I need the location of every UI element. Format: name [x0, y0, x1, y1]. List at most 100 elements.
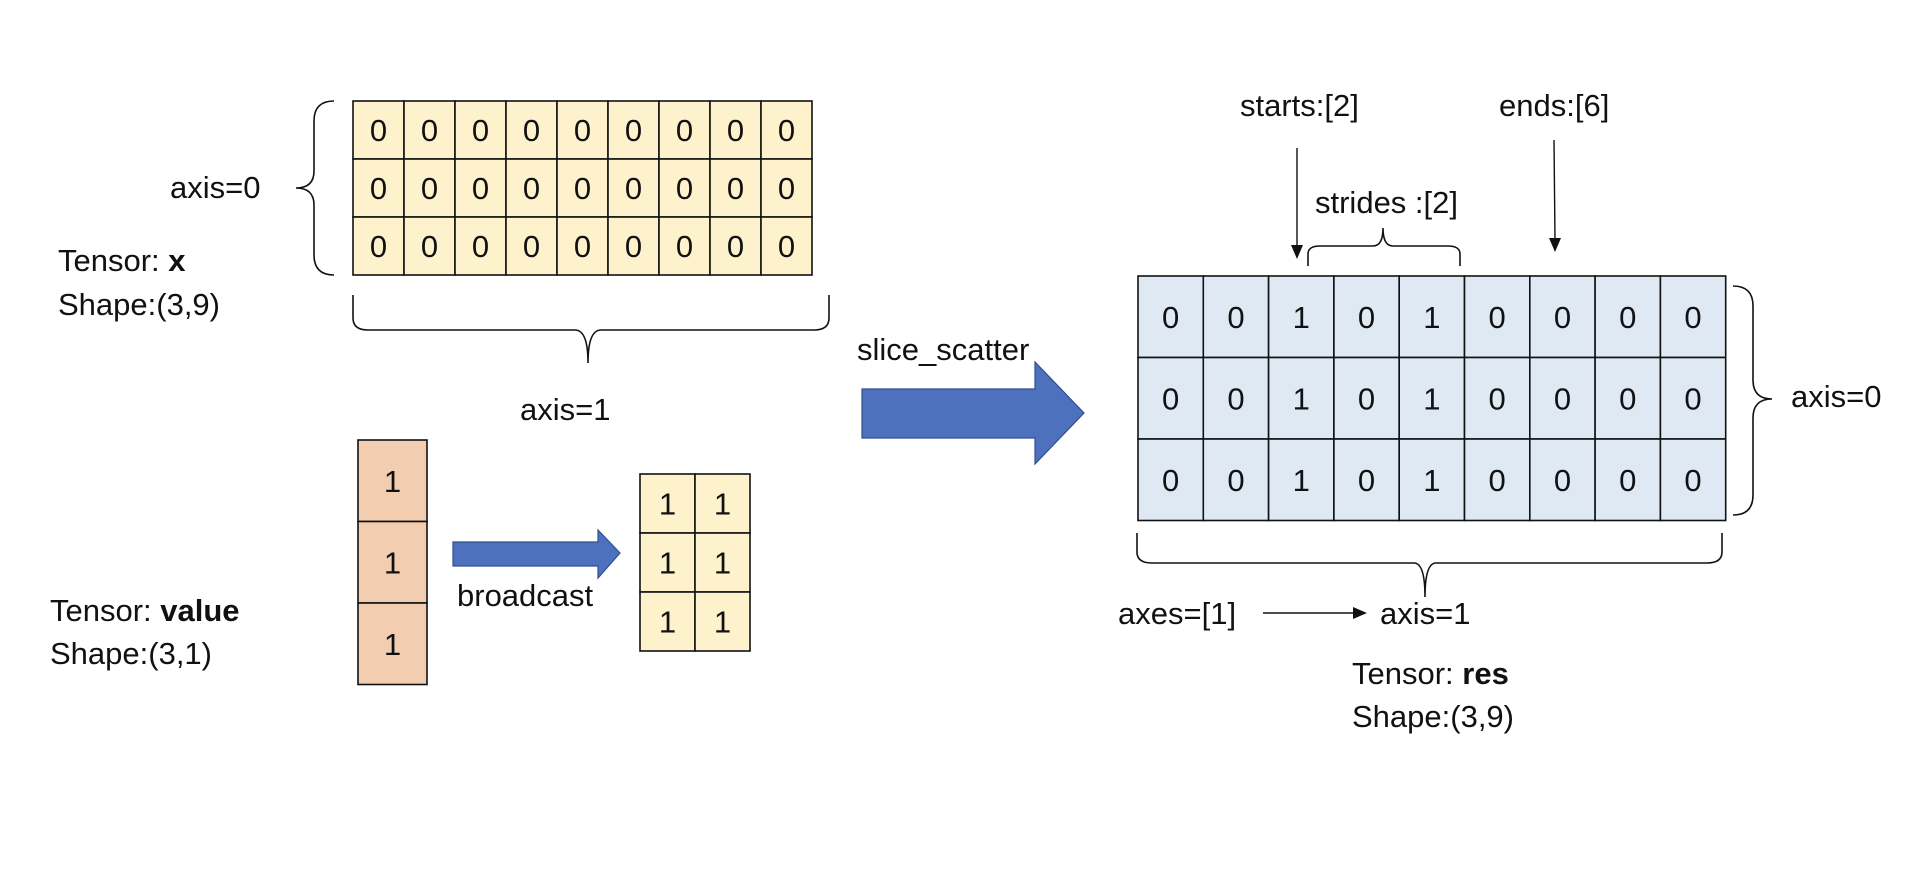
axes-arrowhead: [1353, 607, 1367, 619]
tensor-x-cell: [352, 100, 405, 160]
tensor-x-cell: [709, 100, 762, 160]
broadcast-result-cell-value: 1: [714, 605, 731, 640]
tensor-value-cell-value: 1: [384, 464, 401, 499]
starts-label: starts:[2]: [1240, 88, 1359, 123]
tensor-x-cell-value: 0: [523, 171, 540, 206]
tensor-x-cell-value: 0: [727, 113, 744, 148]
tensor-res-cell-value: 0: [1489, 463, 1506, 498]
slice-scatter-arrow: [861, 360, 1085, 466]
tensor-x-cell: [454, 216, 507, 276]
tensor-res-cell: [1398, 438, 1466, 522]
tensor-x-cell-value: 0: [370, 171, 387, 206]
tensor-res-cell: [1267, 356, 1335, 440]
tensor-res-cell-value: 0: [1619, 381, 1636, 416]
tensor-value-shape: Shape:(3,1): [50, 636, 212, 671]
tensor-x-cell-value: 0: [676, 113, 693, 148]
tensor-x-cell-value: 0: [472, 113, 489, 148]
tensor-res-cell: [1137, 438, 1205, 522]
tensor-x-cell-value: 0: [625, 229, 642, 264]
tensor-res-cell-value: 0: [1358, 463, 1375, 498]
tensor-res-cell: [1594, 438, 1662, 522]
tensor-res-cell: [1267, 275, 1335, 359]
tensor-x-axis1-brace: [352, 295, 830, 364]
tensor-x-cell: [403, 216, 456, 276]
tensor-x-cell: [352, 216, 405, 276]
tensor-x-cell: [556, 158, 609, 218]
tensor-res-cell-value: 1: [1293, 300, 1310, 335]
tensor-x-cell-value: 0: [778, 229, 795, 264]
tensor-res-cell-value: 0: [1554, 300, 1571, 335]
tensor-res-axis0-label: axis=0: [1791, 379, 1881, 414]
tensor-res-cell-value: 0: [1358, 381, 1375, 416]
tensor-res-axis0-brace: [1732, 285, 1773, 516]
tensor-res-cell: [1659, 275, 1727, 359]
tensor-x-name: x: [168, 243, 186, 278]
broadcast-result-cell-value: 1: [659, 546, 676, 581]
tensor-x-cell-value: 0: [523, 113, 540, 148]
tensor-res-cell: [1202, 356, 1270, 440]
tensor-x-axis1-label: axis=1: [520, 392, 610, 427]
tensor-res-label-prefix: Tensor:: [1352, 656, 1462, 691]
strides-brace: [1307, 227, 1461, 266]
strides-label: strides :[2]: [1315, 185, 1458, 220]
tensor-res-cell-value: 0: [1619, 463, 1636, 498]
tensor-x-cell: [454, 158, 507, 218]
tensor-x-cell-value: 0: [574, 229, 591, 264]
tensor-value-cell: [357, 520, 428, 604]
tensor-res-cell: [1333, 275, 1401, 359]
tensor-res-axis1-brace: [1136, 533, 1723, 598]
tensor-res-cell-value: 1: [1423, 381, 1440, 416]
tensor-x-cell-value: 0: [727, 171, 744, 206]
tensor-x-cell: [403, 100, 456, 160]
tensor-x-cell-value: 0: [625, 171, 642, 206]
tensor-x-cell-value: 0: [472, 171, 489, 206]
tensor-res-cell-value: 0: [1489, 300, 1506, 335]
tensor-res-cell: [1137, 275, 1205, 359]
tensor-x-cell-value: 0: [676, 229, 693, 264]
tensor-value-cell: [357, 439, 428, 523]
tensor-res-cell-value: 1: [1423, 463, 1440, 498]
tensor-x-cell-value: 0: [778, 171, 795, 206]
tensor-res-cell-value: 0: [1162, 463, 1179, 498]
tensor-x-cell-value: 0: [472, 229, 489, 264]
tensor-res-cell: [1202, 438, 1270, 522]
tensor-x-cell-value: 0: [625, 113, 642, 148]
tensor-x-cell-value: 0: [778, 113, 795, 148]
tensor-res-cell-value: 0: [1162, 300, 1179, 335]
tensor-res-cell: [1659, 438, 1727, 522]
tensor-value-name: value: [160, 593, 239, 628]
tensor-res-cell: [1463, 275, 1531, 359]
tensor-x-cell-value: 0: [574, 113, 591, 148]
tensor-res-cell: [1137, 356, 1205, 440]
broadcast-result-cell: [639, 473, 696, 534]
broadcast-result-cell: [694, 591, 751, 652]
broadcast-arrow: [452, 528, 621, 580]
tensor-res-cell-value: 0: [1554, 381, 1571, 416]
tensor-x-cell: [658, 216, 711, 276]
tensor-res-cell: [1529, 438, 1596, 522]
tensor-res-cell-value: 0: [1162, 381, 1179, 416]
tensor-res-cell-value: 0: [1489, 381, 1506, 416]
tensor-x-cell-value: 0: [421, 113, 438, 148]
broadcast-result-cell-value: 1: [714, 487, 731, 522]
tensor-x-cell-value: 0: [421, 171, 438, 206]
tensor-x-cell-value: 0: [523, 229, 540, 264]
tensor-x-cell: [607, 100, 660, 160]
tensor-res-cell: [1529, 275, 1596, 359]
ends-arrow-line: [1553, 139, 1556, 241]
tensor-value-label-prefix: Tensor:: [50, 593, 160, 628]
tensor-res-cell-value: 1: [1293, 381, 1310, 416]
tensor-x-cell-value: 0: [370, 113, 387, 148]
broadcast-result-cell-value: 1: [714, 546, 731, 581]
tensor-res-caption: Tensor: res: [1352, 656, 1509, 691]
tensor-res-name: res: [1462, 656, 1509, 691]
tensor-res-cell-value: 0: [1684, 381, 1701, 416]
tensor-x-cell: [505, 216, 558, 276]
tensor-x-cell-value: 0: [727, 229, 744, 264]
tensor-x-cell-value: 0: [370, 229, 387, 264]
tensor-res-cell-value: 1: [1423, 300, 1440, 335]
